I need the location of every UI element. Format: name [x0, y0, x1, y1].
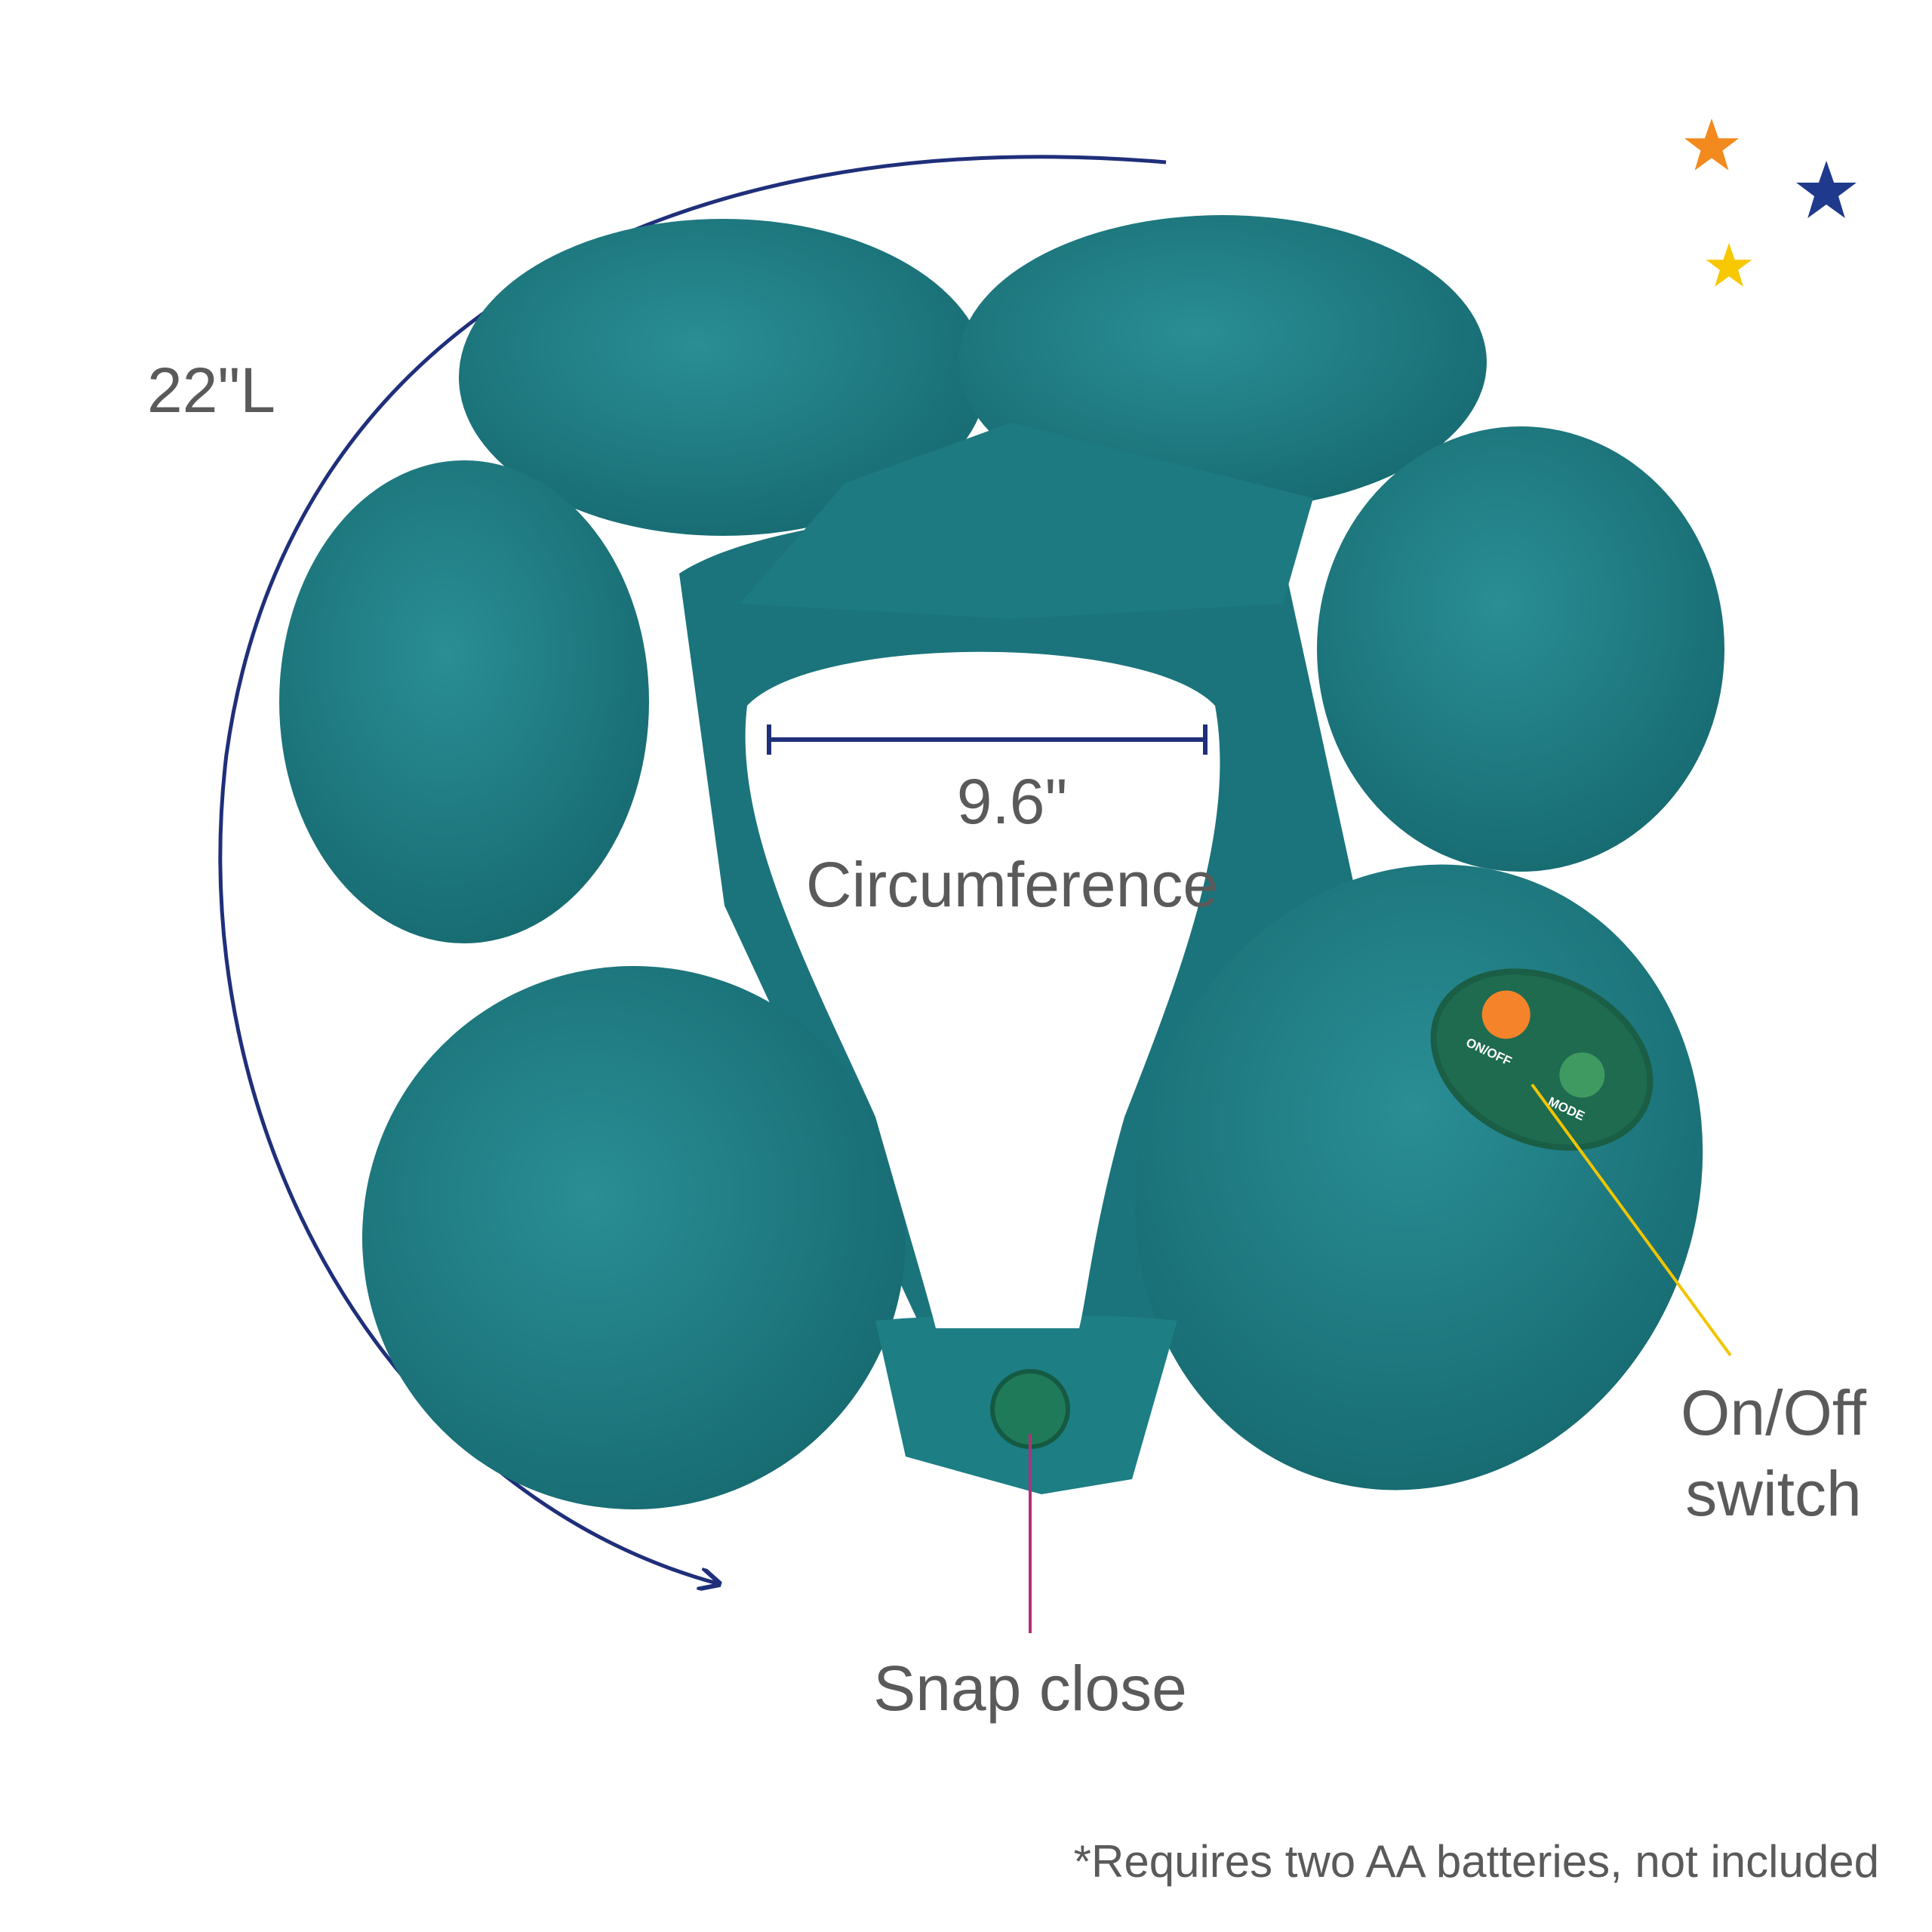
switch-label-line2: switch [1685, 1458, 1862, 1529]
snap-label: Snap close [873, 1653, 1187, 1724]
switch-leader-line [1531, 1083, 1732, 1357]
inner-width-value: 9.6" [956, 766, 1068, 837]
star-icon [1796, 161, 1857, 219]
battery-footnote: *Requires two AA batteries, not included [1073, 1836, 1879, 1887]
power-button [1481, 990, 1531, 1039]
width-dimension-line [767, 724, 1208, 755]
star-icon [1706, 243, 1752, 287]
switch-label-line1: On/Off [1681, 1377, 1866, 1448]
mode-button [1559, 1052, 1605, 1098]
star-icon [1684, 118, 1740, 171]
control-panel: ON/OFF MODE [1430, 968, 1654, 1151]
neck-pillow: ON/OFF MODE [279, 215, 1724, 1509]
inner-width-caption: Circumference [805, 849, 1219, 920]
length-label: 22"L [147, 355, 275, 426]
